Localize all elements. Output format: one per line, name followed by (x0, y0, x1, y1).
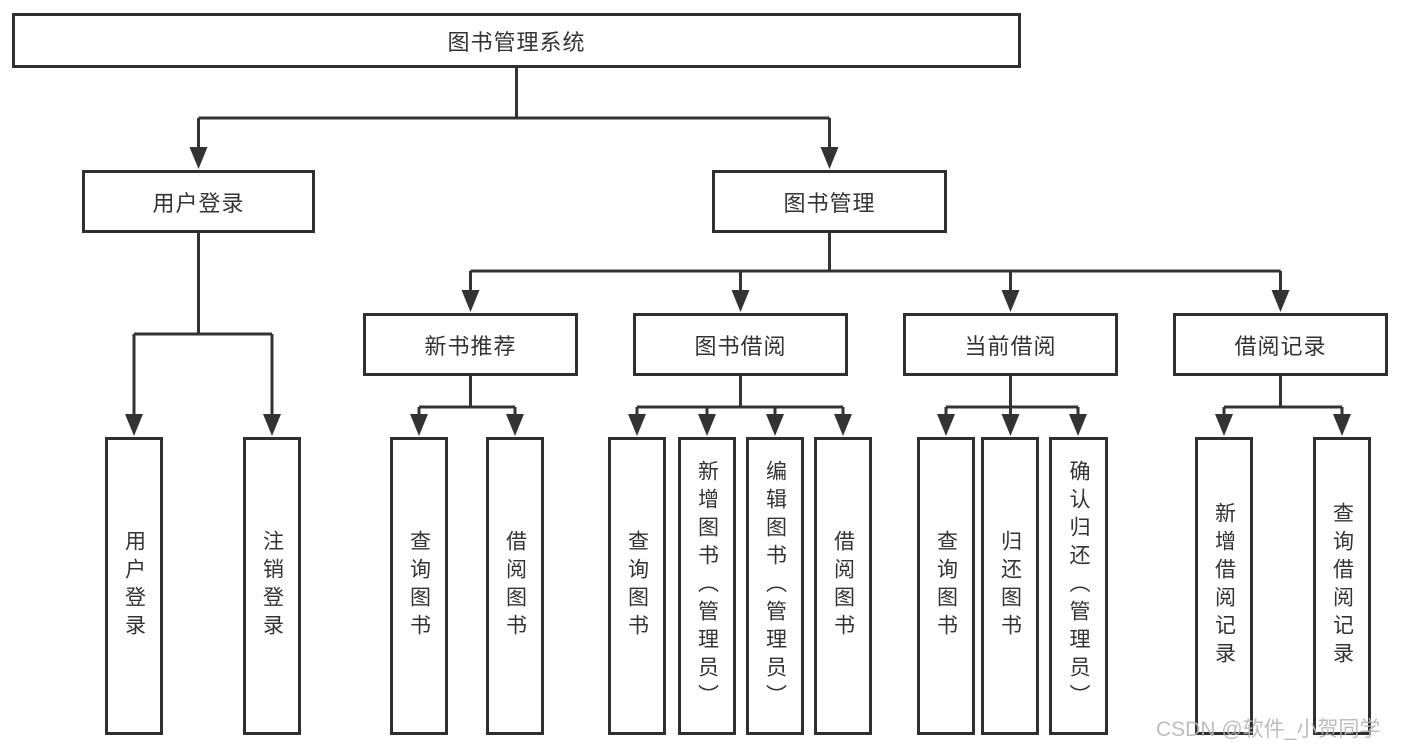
arrowhead (1333, 414, 1351, 436)
node-book-management: 图书管理 (712, 170, 947, 233)
arrowhead (937, 414, 955, 436)
leaf-current-confirm-return-admin: 确认归还（管理员） (1049, 437, 1108, 735)
arrowhead (189, 147, 208, 169)
arrowhead (820, 147, 839, 169)
arrowhead (1215, 414, 1233, 436)
arrowhead (263, 414, 281, 436)
connector-borrow-records-to-leaves (1215, 376, 1351, 436)
node-current-borrow: 当前借阅 (903, 313, 1118, 376)
node-book-borrow: 图书借阅 (633, 313, 848, 376)
connector-book-borrow-to-leaves (628, 376, 852, 436)
connector-book-management-to-level3 (461, 233, 1290, 312)
arrowhead (766, 414, 784, 436)
leaf-borrow-query-books: 查询图书 (608, 437, 666, 735)
leaf-user-login: 用户登录 (105, 437, 163, 735)
arrowhead (1001, 290, 1020, 312)
leaf-logout: 注销登录 (243, 437, 301, 735)
leaf-records-query-record: 查询借阅记录 (1313, 437, 1371, 735)
leaf-borrow-add-books-admin: 新增图书（管理员） (678, 437, 736, 735)
arrowhead (698, 414, 716, 436)
arrowhead (834, 414, 852, 436)
arrowhead (1271, 290, 1290, 312)
arrowhead (628, 414, 646, 436)
arrowhead (125, 414, 143, 436)
node-root-system: 图书管理系统 (12, 13, 1021, 68)
connector-new-book-recommend-to-leaves (410, 376, 524, 436)
connector-user-login-to-leaves (125, 233, 281, 436)
arrowhead (731, 290, 750, 312)
node-user-login: 用户登录 (82, 170, 315, 233)
arrowhead (410, 414, 428, 436)
leaf-recommend-query-books: 查询图书 (390, 437, 448, 735)
arrowhead (506, 414, 524, 436)
connector-current-borrow-to-leaves (937, 376, 1087, 436)
leaf-current-return-books: 归还图书 (981, 437, 1039, 735)
arrowhead (461, 290, 480, 312)
leaf-records-add-record: 新增借阅记录 (1195, 437, 1253, 735)
node-new-book-recommend: 新书推荐 (363, 313, 578, 376)
arrowhead (1069, 414, 1087, 436)
leaf-borrow-borrow-books: 借阅图书 (814, 437, 872, 735)
leaf-current-query-books: 查询图书 (917, 437, 975, 735)
connector-root-to-level2 (189, 68, 839, 169)
leaf-borrow-edit-books-admin: 编辑图书（管理员） (746, 437, 804, 735)
leaf-recommend-borrow-books: 借阅图书 (486, 437, 544, 735)
node-borrow-records: 借阅记录 (1173, 313, 1388, 376)
watermark-text: CSDN @软件_小贺同学 (1156, 718, 1381, 741)
arrowhead (1001, 414, 1020, 436)
